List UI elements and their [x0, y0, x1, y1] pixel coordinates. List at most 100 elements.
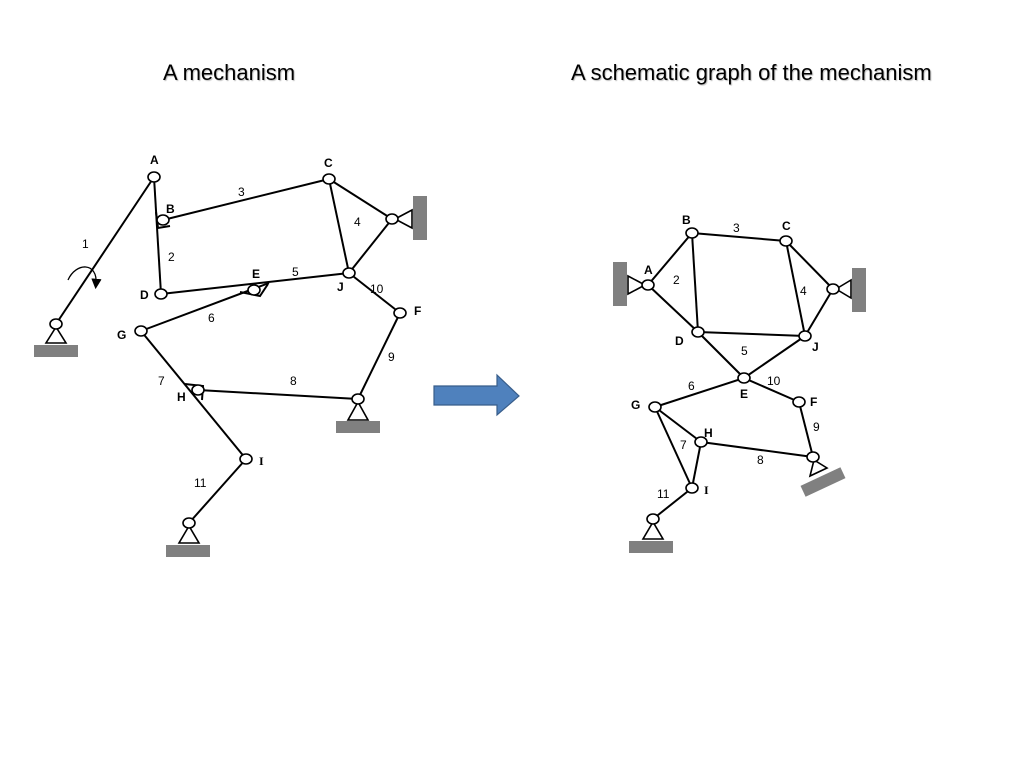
graph-edge-H-I: [691, 441, 702, 489]
label-H: H: [177, 390, 186, 404]
joint-ground-11: [182, 517, 196, 529]
graph-edge-G-H: [654, 406, 702, 443]
graph-label-C: C: [782, 219, 791, 233]
link-9: [357, 312, 401, 400]
label-link-8: 8: [290, 374, 297, 388]
graph-label-link-2: 2: [673, 273, 680, 287]
graph-label-F: F: [810, 395, 817, 409]
joint-ground-9: [351, 393, 365, 405]
graph-node-A: [641, 279, 655, 291]
label-link-4: 4: [354, 215, 361, 229]
graph-label-link-8: 8: [757, 453, 764, 467]
graph-edge-B-C: [691, 232, 787, 242]
graph-edge-G-I: [654, 406, 693, 489]
graph-label-G: G: [631, 398, 640, 412]
graph-label-E: E: [740, 387, 748, 401]
graph-label-B: B: [682, 213, 691, 227]
schematic-graph: A B C D E F G H I J 2 3 4 5 6 7 8 9 10 1…: [613, 213, 866, 553]
label-B: B: [166, 202, 175, 216]
graph-ground-9: [800, 467, 846, 497]
graph-node-I: [685, 482, 699, 494]
graph-label-link-6: 6: [688, 379, 695, 393]
schematic-graph-title: A schematic graph of the mechanism: [571, 60, 932, 85]
label-C: C: [324, 156, 333, 170]
link-2: [153, 176, 162, 295]
label-link-2: 2: [168, 250, 175, 264]
link-8: [197, 389, 359, 400]
label-link-9: 9: [388, 350, 395, 364]
graph-edge-E-F: [743, 377, 800, 403]
graph-edge-E-G: [654, 377, 745, 408]
graph-support-9: [808, 458, 829, 478]
link-4b: [328, 178, 393, 220]
graph-edge-J-E: [743, 335, 806, 379]
link-7: [140, 330, 247, 460]
graph-label-link-10: 10: [767, 374, 781, 388]
pin-support-4: [393, 208, 413, 230]
graph-label-link-7: 7: [680, 438, 687, 452]
graph-node-ground-9: [806, 451, 820, 463]
graph-edge-B-D: [691, 232, 699, 333]
label-link-5: 5: [292, 265, 299, 279]
label-A: A: [150, 153, 159, 167]
joint-D: [154, 288, 168, 300]
right-arrow-icon: [433, 373, 520, 417]
graph-label-H: H: [704, 426, 713, 440]
graph-node-ground-11: [646, 513, 660, 525]
link-4a: [328, 178, 350, 274]
joint-G: [134, 325, 148, 337]
joint-H: [191, 384, 205, 396]
graph-node-G: [648, 401, 662, 413]
graph-label-A: A: [644, 263, 653, 277]
joint-I: [239, 453, 253, 465]
graph-label-link-5: 5: [741, 344, 748, 358]
graph-edge-A-B: [647, 232, 693, 286]
graph-edge-A-D: [647, 284, 699, 333]
graph-node-E: [737, 372, 751, 384]
joint-B: [156, 214, 170, 226]
graph-edge-D-E: [697, 331, 745, 379]
pin-support-11: [177, 524, 201, 544]
label-J: J: [337, 280, 344, 294]
graph-node-ground-C: [826, 283, 840, 295]
joint-E: [247, 284, 261, 296]
graph-support-11: [641, 520, 665, 540]
joint-F: [393, 307, 407, 319]
label-I: I: [259, 454, 264, 468]
graph-node-H: [694, 436, 708, 448]
link-3: [162, 178, 330, 221]
pin-support-9: [346, 400, 370, 421]
graph-edge-C-ground: [785, 240, 834, 290]
ground-block-1: [34, 345, 78, 357]
label-D: D: [140, 288, 149, 302]
label-link-7: 7: [158, 374, 165, 388]
graph-edge-H-ground: [700, 441, 814, 458]
slider-guide-B: [155, 211, 171, 230]
label-link-3: 3: [238, 185, 245, 199]
mechanism-diagram: A B C D E F G H I J 1 2 3 4 5 6 7 8 9 10…: [34, 153, 427, 557]
curved-arrow-icon: [67, 266, 102, 290]
graph-node-C: [779, 235, 793, 247]
label-link-6: 6: [208, 311, 215, 325]
joint-C: [322, 173, 336, 185]
link-11: [188, 458, 247, 524]
joint-J: [342, 267, 356, 279]
graph-label-link-4: 4: [800, 284, 807, 298]
graph-label-J: J: [812, 340, 819, 354]
pin-support-1: [44, 325, 68, 344]
graph-support-C: [834, 278, 852, 300]
slider-guide-H: [184, 383, 205, 401]
graph-label-link-9: 9: [813, 420, 820, 434]
graph-node-F: [792, 396, 806, 408]
graph-label-D: D: [675, 334, 684, 348]
mechanism-title: A mechanism: [163, 60, 296, 85]
graph-ground-11: [629, 541, 673, 553]
joint-ground-1: [49, 318, 63, 330]
label-E: E: [252, 267, 260, 281]
ground-block-4: [413, 196, 427, 240]
label-F: F: [414, 304, 421, 318]
link-4c: [348, 218, 393, 274]
label-link-11: 11: [194, 476, 207, 490]
label-link-10: 10: [370, 282, 384, 296]
graph-ground-A: [613, 262, 627, 306]
